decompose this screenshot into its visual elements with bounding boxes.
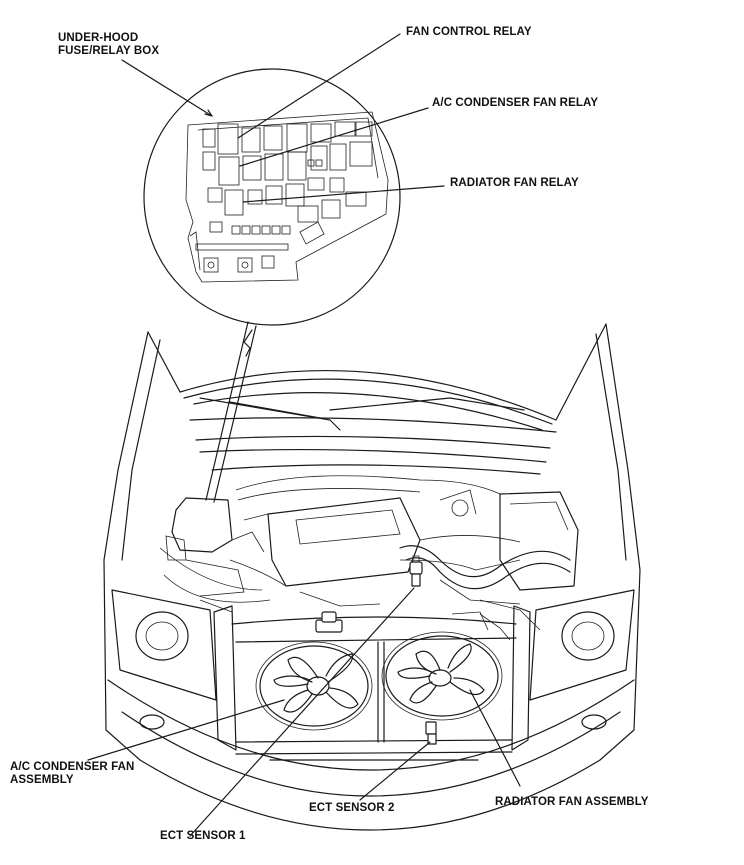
radiator	[213, 605, 531, 761]
ac-condenser-fan-assembly-label: A/C CONDENSER FAN ASSEMBLY	[10, 761, 135, 786]
ect-sensor-1-part	[409, 555, 423, 587]
fan-control-relay-label: FAN CONTROL RELAY	[406, 26, 532, 38]
left-headlight	[111, 589, 217, 701]
radiator-fan-relay-label: RADIATOR FAN RELAY	[450, 177, 579, 189]
right-headlight	[529, 589, 635, 701]
radiator-fan-assembly-label: RADIATOR FAN ASSEMBLY	[495, 796, 649, 808]
ac-condenser-fan-relay-label: A/C CONDENSER FAN RELAY	[432, 97, 599, 109]
ect-sensor-2-label: ECT SENSOR 2	[309, 802, 395, 814]
open-hood	[147, 323, 607, 475]
leader-lines	[87, 33, 521, 837]
ect-sensor-2-part	[425, 721, 437, 745]
engine	[159, 475, 579, 631]
vehicle-body	[103, 323, 641, 831]
fuse-relay-box-label: UNDER-HOOD FUSE/RELAY BOX	[58, 32, 160, 57]
radiator-fan	[381, 631, 503, 721]
ect-sensor-1-label: ECT SENSOR 1	[160, 830, 246, 842]
ac-condenser-fan	[255, 641, 373, 731]
fuse-box-detail-circle	[143, 68, 401, 326]
